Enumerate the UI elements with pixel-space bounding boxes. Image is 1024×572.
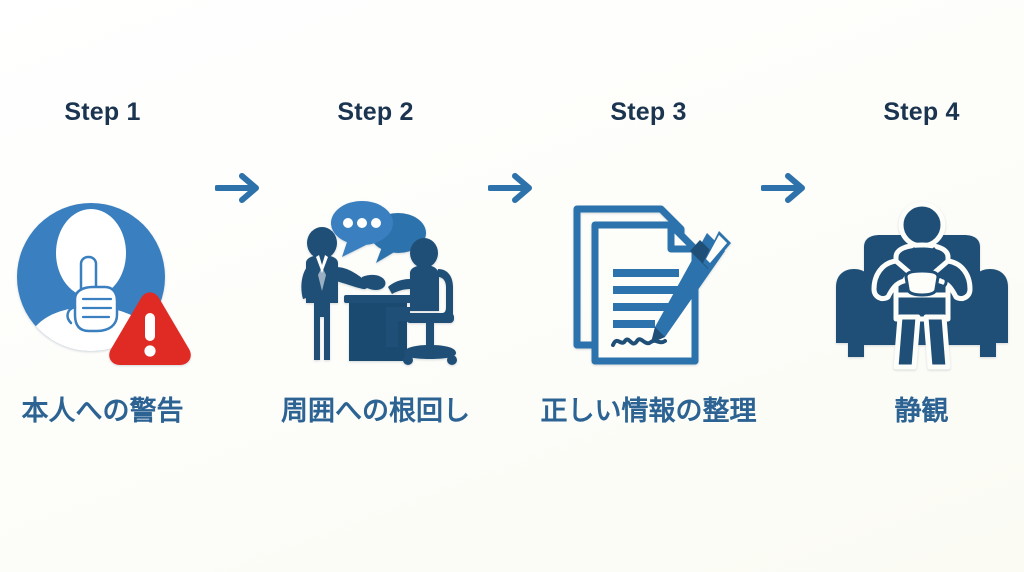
step-1-label: 本人への警告	[21, 396, 184, 426]
person-relaxing-armchair-icon	[827, 190, 1017, 375]
step-2-heading: Step 2	[337, 98, 414, 126]
step-3-label: 正しい情報の整理	[540, 396, 757, 426]
step-1-heading: Step 1	[64, 98, 141, 126]
arrow-right-icon	[488, 171, 536, 205]
step-4-heading: Step 4	[883, 98, 960, 126]
arrow-3-cell	[751, 0, 819, 203]
arrow-2-cell	[478, 0, 546, 203]
arrow-right-icon	[215, 171, 263, 205]
arrow-1-cell	[205, 0, 273, 203]
step-4-label: 静観	[894, 396, 949, 426]
step-3: Step 3	[541, 0, 757, 427]
two-people-discussion-icon	[281, 190, 471, 375]
document-pen-signature-icon	[554, 190, 744, 375]
step-3-heading: Step 3	[610, 98, 687, 126]
arrow-right-icon	[761, 171, 809, 205]
step-4: Step 4	[819, 0, 1024, 427]
step-2-label: 周囲への根回し	[281, 396, 470, 426]
step-1: Step 1	[0, 0, 205, 427]
step-2: Step 2	[273, 0, 478, 427]
shush-person-warning-icon	[8, 190, 198, 375]
